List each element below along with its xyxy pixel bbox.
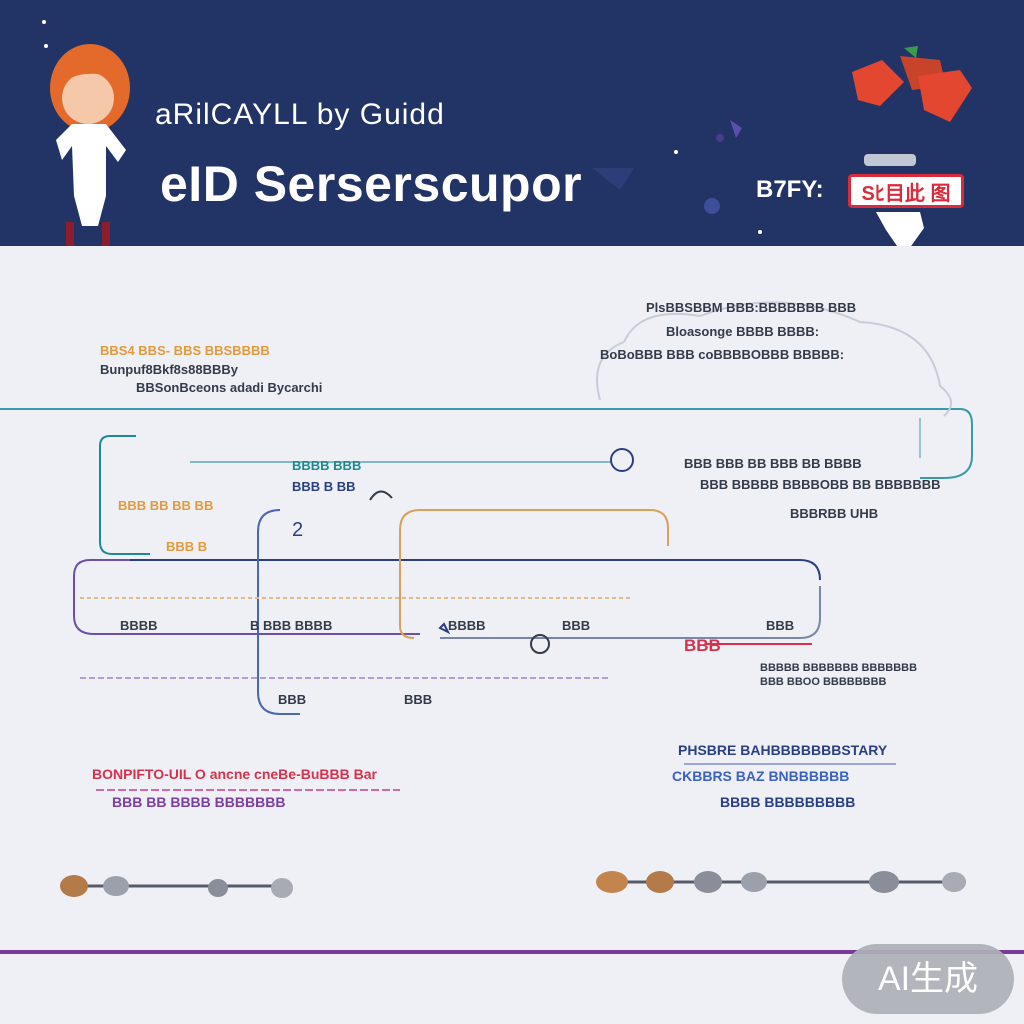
right-row-3: BBBRBB UHB	[790, 506, 879, 521]
label-far-right: BBB	[766, 618, 795, 633]
label-red: BBB	[684, 636, 721, 655]
cloud-outline	[596, 301, 952, 417]
grey-node	[530, 634, 550, 654]
label-mid: B BBB BBBB	[250, 618, 333, 633]
lower-right-line-1: PHSBRE BAHBBBBBBBSTARY	[678, 742, 888, 758]
banner-decoration	[42, 20, 972, 246]
flower-decoration	[852, 46, 972, 122]
label-center: BBBB	[448, 618, 486, 633]
label-center-right: BBB	[562, 618, 591, 633]
orange-left	[399, 509, 421, 639]
orange-loop	[420, 509, 669, 546]
lower-left-red: BONPIFTO-UIL O ancne cneBe-BuBBB Bar	[92, 766, 377, 782]
node-number: 2	[292, 519, 304, 541]
top-right-line-2: Bloasonge BBBB BBBB:	[666, 324, 820, 339]
top-left-line-3: BBSonBceons adadi Bycarchi	[136, 380, 323, 395]
right-small-1: BBBBB BBBBBBB BBBBBBB	[760, 662, 918, 674]
label-bottom-left: BBB	[278, 692, 307, 707]
mid-left-orange-2: BBB B	[166, 539, 208, 554]
top-left-line-2: Bunpuf8Bkf8s88BBBy	[100, 362, 238, 377]
blue-loop	[257, 509, 300, 715]
brand-badge: Sﾋ目此 图	[848, 174, 964, 208]
navy-loop	[73, 559, 420, 635]
top-left-line-1: BBS4 BBS- BBS BBSBBBB	[100, 343, 270, 358]
mid-left-orange-1: BBB BB BB BB	[118, 498, 214, 513]
lower-right-line-2: CKBBRS BAZ BNBBBBBB	[672, 768, 850, 784]
label-left: BBBB	[120, 618, 158, 633]
mid-left-label-1: BBBB BBB	[292, 458, 362, 473]
device-icon	[864, 154, 916, 166]
teal-node	[610, 448, 634, 472]
brand-text: B7FY:	[756, 176, 824, 203]
small-arrow	[369, 490, 393, 501]
teal-loop-left	[99, 435, 150, 555]
banner-title: eID Serserscupor	[160, 156, 583, 212]
top-right-line-3: BoBoBBB BBB coBBBBOBBB BBBBB:	[600, 347, 845, 362]
banner-subtitle: aRilCAYLL by Guidd	[155, 98, 445, 131]
right-row-2: BBB BBBBB BBBBOBB BB BBBBBBB	[700, 477, 941, 492]
right-row-1: BBB BBB BB BBB BB BBBB	[684, 456, 862, 471]
right-small-2: BBB BBOO BBBBBBBB	[760, 676, 887, 688]
mid-left-label-2: BBB B BB	[292, 479, 356, 494]
navy-right-end	[799, 559, 821, 581]
lower-right-line-3: BBBB BBBBBBBBB	[720, 794, 856, 810]
bead-string-left	[60, 875, 293, 898]
flow-diagram	[0, 301, 1024, 954]
gear-icon	[438, 622, 451, 635]
header-banner: aRilCAYLL by Guidd eID Serserscupor B7FY…	[0, 0, 1024, 246]
bead-string-right	[596, 871, 966, 893]
grey-bottom	[440, 586, 821, 639]
top-right-line-1: PlsBBSBBM BBB:BBBBBBB BBB	[646, 300, 857, 315]
label-bottom-mid: BBB	[404, 692, 433, 707]
teal-line-top	[0, 408, 973, 479]
ai-generated-badge: AI生成	[842, 944, 1014, 1014]
lower-left-purple: BBB BB BBBB BBBBBBB	[112, 794, 286, 810]
person-illustration	[50, 44, 130, 246]
